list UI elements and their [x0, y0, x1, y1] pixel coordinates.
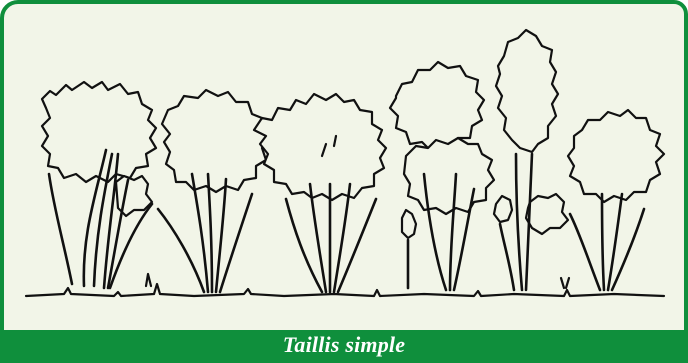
coppice-drawing — [4, 4, 684, 334]
tree-clump-1 — [42, 82, 156, 216]
caption-bar: Taillis simple — [4, 330, 684, 359]
caption: Taillis simple — [283, 332, 405, 358]
tree-clump-4 — [390, 62, 494, 238]
stems-clump-6 — [570, 194, 644, 290]
tree-clump-2 — [162, 90, 268, 192]
tree-clump-5 — [494, 30, 558, 222]
stems-clump-2 — [158, 174, 252, 292]
tree-clump-3 — [254, 94, 386, 200]
ground-line — [26, 284, 664, 296]
stems-clump-3 — [286, 184, 376, 292]
